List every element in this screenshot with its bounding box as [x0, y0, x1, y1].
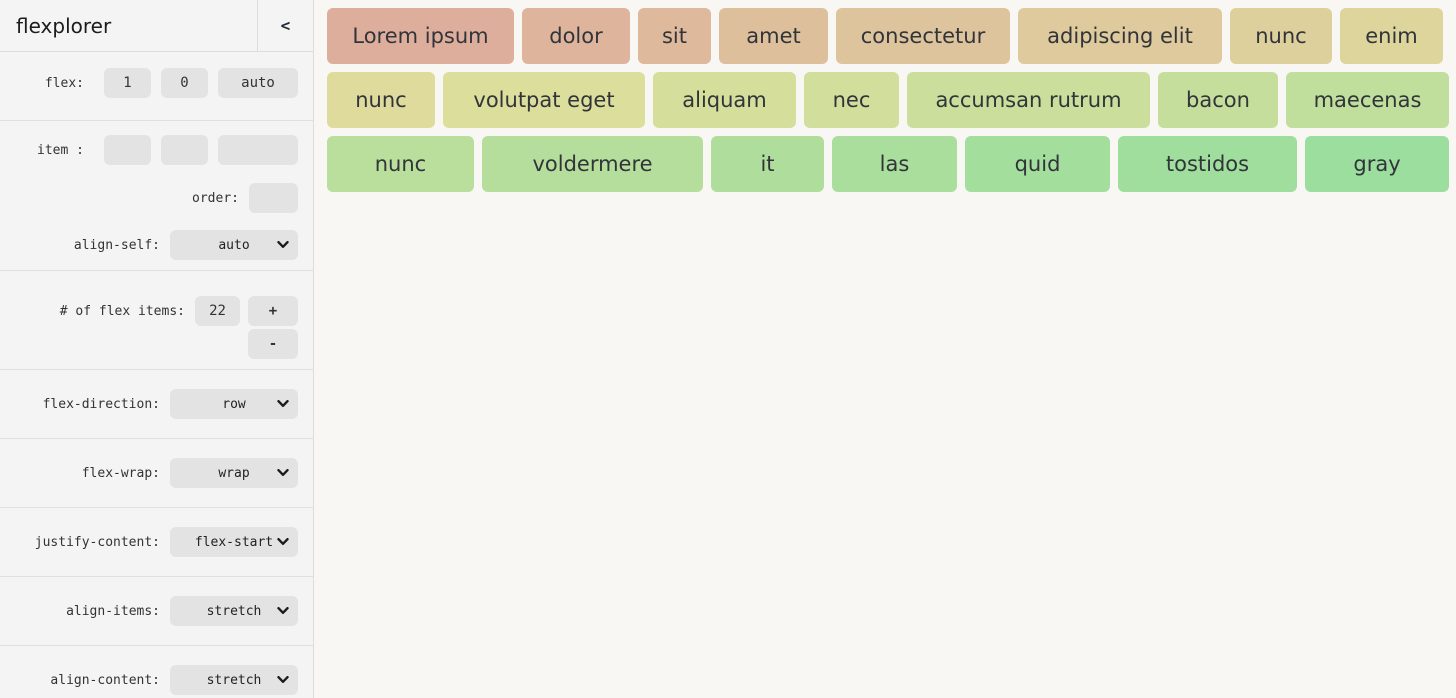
flex-item[interactable]: accumsan rutrum: [907, 72, 1150, 128]
item-label: item :: [37, 142, 84, 158]
flex-item-count-input[interactable]: [195, 296, 240, 326]
flex-direction-select[interactable]: row: [170, 389, 298, 419]
chevron-down-icon: [277, 538, 289, 545]
chevron-down-icon: [277, 469, 289, 476]
chevron-down-icon: [277, 607, 289, 614]
flex-item[interactable]: nunc: [327, 72, 435, 128]
flex-item[interactable]: bacon: [1158, 72, 1278, 128]
align-content-select[interactable]: stretch: [170, 665, 298, 695]
item-flex-grow-input[interactable]: [104, 135, 151, 165]
section-flex-direction: flex-direction: row: [0, 370, 313, 439]
sidebar: flexplorer < flex: item : order: align-s…: [0, 0, 314, 698]
flex-basis-input[interactable]: [218, 68, 298, 98]
app-title: flexplorer: [16, 13, 112, 38]
align-self-label: align-self:: [73, 237, 160, 253]
flex-item[interactable]: sit: [638, 8, 711, 64]
container-selects: flex-direction: row flex-wrap: wrap just…: [0, 370, 313, 698]
align-content-label: align-content:: [50, 672, 160, 688]
flex-wrap-label: flex-wrap:: [81, 465, 160, 481]
flex-item[interactable]: adipiscing elit: [1018, 8, 1222, 64]
flex-item[interactable]: gray: [1305, 136, 1449, 192]
flex-item[interactable]: aliquam: [653, 72, 796, 128]
flex-item[interactable]: consectetur: [836, 8, 1010, 64]
flex-item[interactable]: voldermere: [482, 136, 703, 192]
flex-item[interactable]: enim: [1340, 8, 1443, 64]
order-label: order:: [192, 190, 239, 206]
align-self-value: auto: [218, 237, 250, 253]
align-content-value: stretch: [206, 672, 262, 688]
section-flex: flex:: [0, 52, 313, 121]
flex-item[interactable]: nec: [804, 72, 899, 128]
flex-direction-label: flex-direction:: [42, 396, 160, 412]
section-count: # of flex items: + -: [0, 271, 313, 370]
add-item-button[interactable]: +: [248, 296, 298, 326]
flex-wrap-value: wrap: [218, 465, 250, 481]
flex-item[interactable]: tostidos: [1118, 136, 1297, 192]
justify-content-label: justify-content:: [34, 534, 160, 550]
remove-item-button[interactable]: -: [248, 329, 298, 359]
count-label: # of flex items:: [59, 304, 185, 319]
justify-content-select[interactable]: flex-start: [170, 527, 298, 557]
flex-item[interactable]: quid: [965, 136, 1110, 192]
flex-direction-value: row: [222, 396, 246, 412]
chevron-left-icon: <: [280, 16, 291, 35]
flex-item[interactable]: las: [832, 136, 957, 192]
flex-grow-input[interactable]: [104, 68, 151, 98]
section-flex-wrap: flex-wrap: wrap: [0, 439, 313, 508]
flex-wrap-select[interactable]: wrap: [170, 458, 298, 488]
item-flex-basis-input[interactable]: [218, 135, 298, 165]
flex-shrink-input[interactable]: [161, 68, 208, 98]
chevron-down-icon: [277, 241, 289, 248]
flex-item[interactable]: nunc: [327, 136, 474, 192]
flex-item[interactable]: it: [711, 136, 824, 192]
flex-item[interactable]: dolor: [522, 8, 630, 64]
section-justify-content: justify-content: flex-start: [0, 508, 313, 577]
section-align-content: align-content: stretch: [0, 646, 313, 698]
align-items-value: stretch: [206, 603, 262, 619]
section-align-items: align-items: stretch: [0, 577, 313, 646]
flex-label: flex:: [44, 75, 84, 91]
chevron-down-icon: [277, 676, 289, 683]
flex-item[interactable]: amet: [719, 8, 828, 64]
collapse-sidebar-button[interactable]: <: [257, 0, 313, 52]
chevron-down-icon: [277, 400, 289, 407]
order-input[interactable]: [249, 183, 298, 213]
justify-content-value: flex-start: [194, 534, 274, 550]
flex-item[interactable]: maecenas: [1286, 72, 1449, 128]
flex-item[interactable]: volutpat eget: [443, 72, 645, 128]
align-items-select[interactable]: stretch: [170, 596, 298, 626]
align-items-label: align-items:: [66, 603, 160, 619]
flex-item[interactable]: Lorem ipsum: [327, 8, 514, 64]
align-self-select[interactable]: auto: [170, 230, 298, 260]
item-flex-shrink-input[interactable]: [161, 135, 208, 165]
sidebar-header: flexplorer <: [0, 0, 313, 52]
flex-item[interactable]: nunc: [1230, 8, 1332, 64]
section-item: item : order: align-self: auto: [0, 121, 313, 271]
